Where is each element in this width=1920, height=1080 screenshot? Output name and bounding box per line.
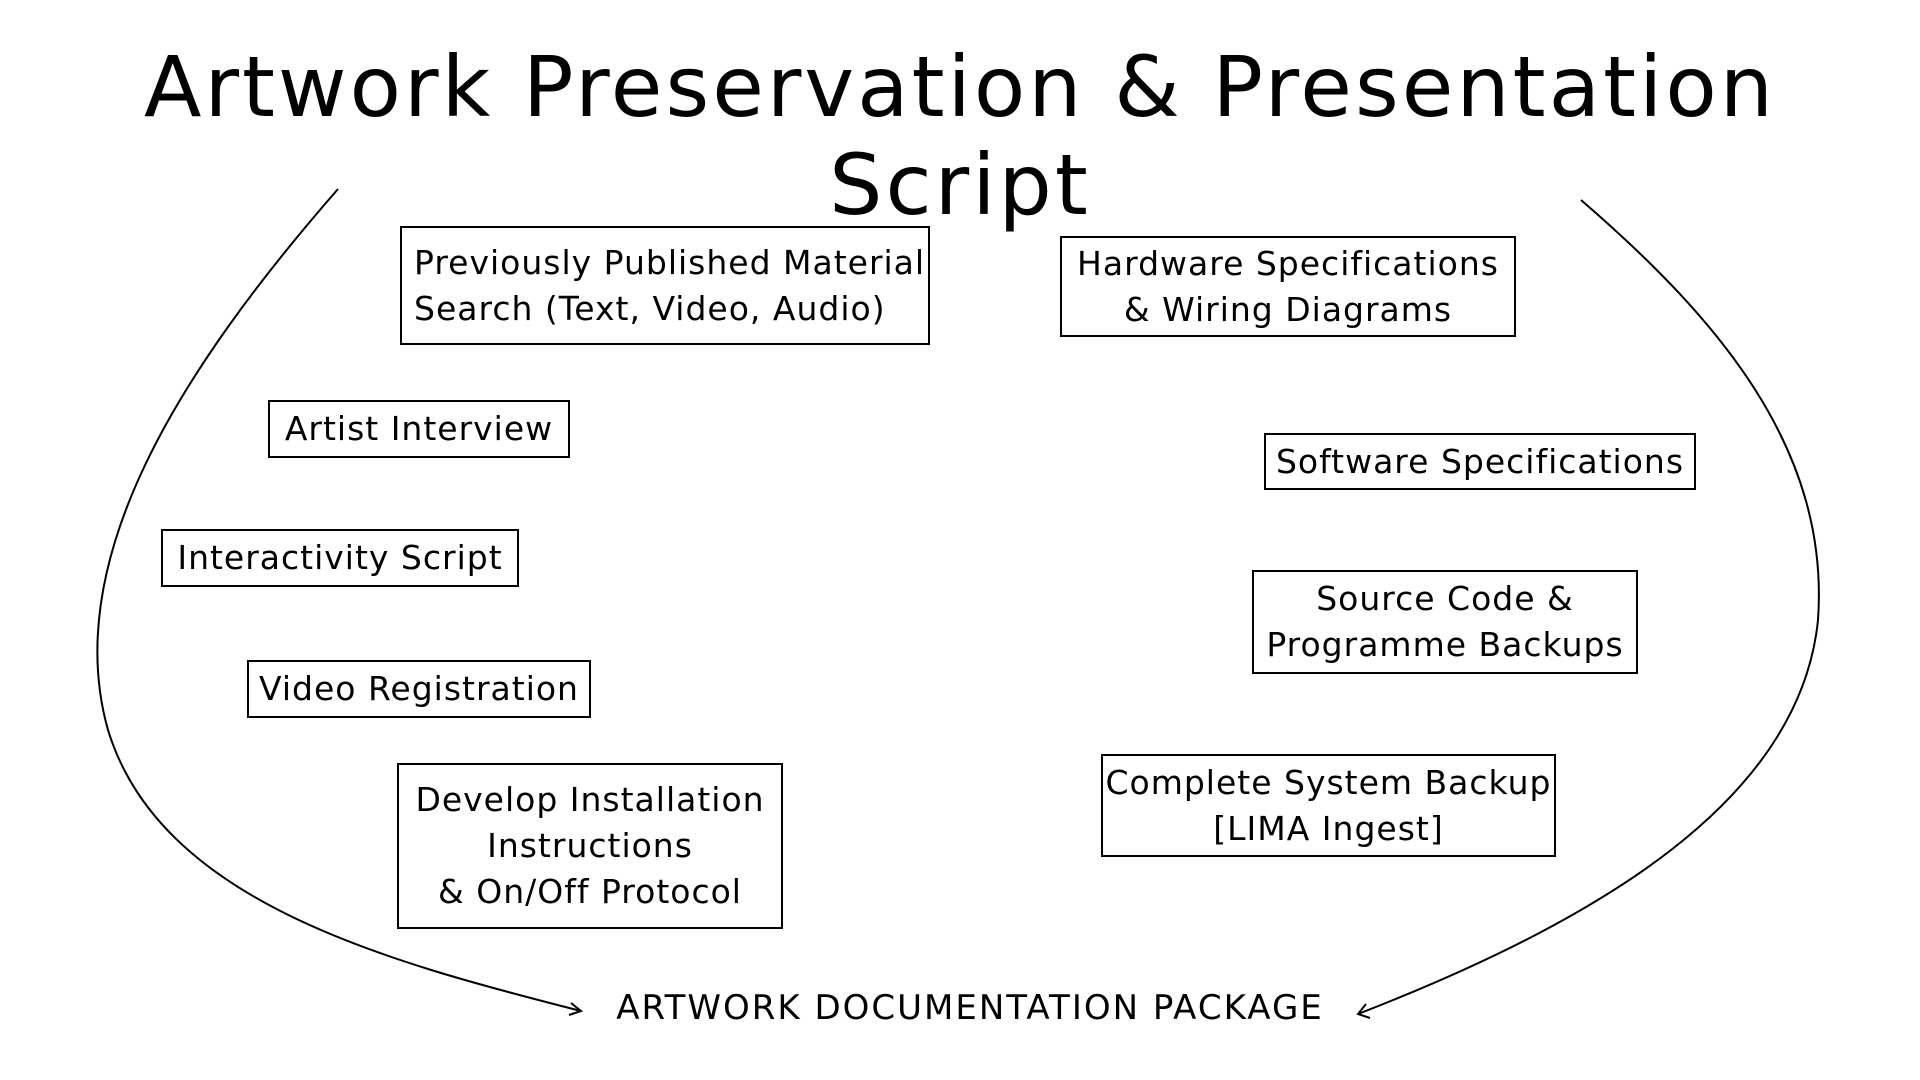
- box-source-code-backups: Source Code & Programme Backups: [1252, 570, 1638, 674]
- box-complete-system-backup: Complete System Backup [LIMA Ingest]: [1101, 754, 1556, 857]
- box-previously-published-material: Previously Published Material Search (Te…: [400, 226, 930, 345]
- right-arrowhead-icon: [1356, 1003, 1371, 1019]
- box-hardware-specifications: Hardware Specifications & Wiring Diagram…: [1060, 236, 1516, 337]
- box-video-registration: Video Registration: [247, 660, 591, 718]
- left-arrowhead-icon: [568, 1002, 584, 1016]
- box-develop-installation-instructions: Develop Installation Instructions & On/O…: [397, 763, 783, 929]
- box-interactivity-script: Interactivity Script: [161, 529, 519, 587]
- right-curve-arrow: [1357, 199, 1820, 1015]
- left-curve-arrow: [96, 188, 582, 1012]
- diagram-title: Artwork Preservation & Presentation Scri…: [144, 38, 1776, 234]
- box-software-specifications: Software Specifications: [1264, 433, 1696, 490]
- box-artist-interview: Artist Interview: [268, 400, 570, 458]
- artwork-documentation-package-label: ARTWORK DOCUMENTATION PACKAGE: [616, 988, 1324, 1028]
